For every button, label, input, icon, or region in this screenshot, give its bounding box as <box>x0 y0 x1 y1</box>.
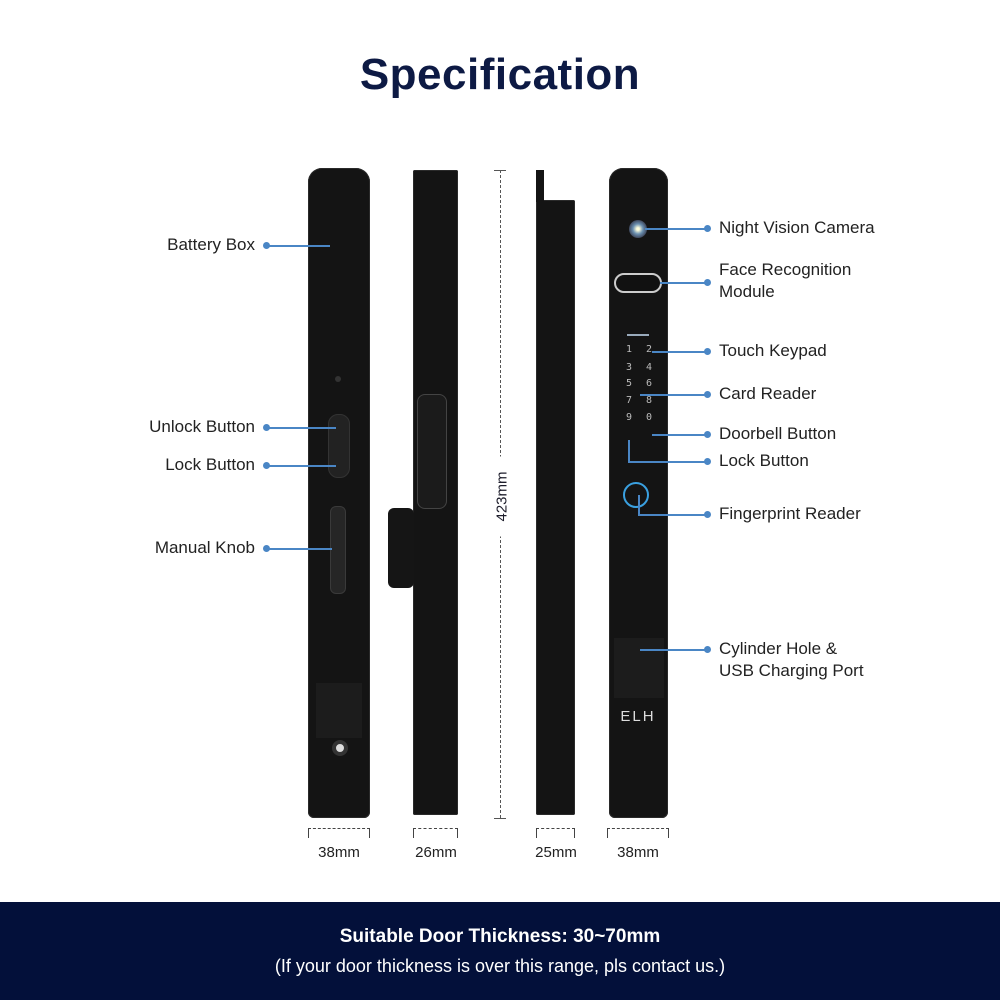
lock-side-view <box>413 170 458 815</box>
label-touch-keypad: Touch Keypad <box>719 341 827 360</box>
label-lock-button-back: Lock Button <box>165 455 255 474</box>
key-7: 7 <box>626 395 633 406</box>
lock-side-view-2 <box>536 200 575 815</box>
label-card-reader: Card Reader <box>719 384 817 403</box>
lock-back-view <box>308 168 370 818</box>
key-0: 0 <box>646 412 653 423</box>
contact-note: (If your door thickness is over this ran… <box>274 956 726 976</box>
label-fingerprint-reader: Fingerprint Reader <box>719 504 861 523</box>
camera <box>629 220 647 238</box>
key-3: 3 <box>626 362 633 373</box>
label-manual-knob: Manual Knob <box>154 538 255 557</box>
fingerprint-sensor <box>623 482 649 508</box>
width-front: 38mm <box>617 844 659 861</box>
label-battery-box: Battery Box <box>167 235 255 254</box>
width-back: 38mm <box>318 844 360 861</box>
label-line: Cylinder Hole & <box>719 639 838 658</box>
face-module <box>614 273 662 293</box>
key-5: 5 <box>626 378 633 389</box>
page-title: Specification <box>359 50 641 99</box>
label-cylinder-usb: Cylinder Hole & USB Charging Port <box>719 638 864 682</box>
unlock-lock-buttons <box>328 414 350 478</box>
label-night-vision-camera: Night Vision Camera <box>719 218 875 237</box>
key-6: 6 <box>646 378 653 389</box>
manual-knob <box>330 506 346 594</box>
label-line: USB Charging Port <box>719 661 864 680</box>
key-2: 2 <box>646 344 653 355</box>
key-1: 1 <box>626 344 633 355</box>
label-line: Module <box>719 282 775 301</box>
label-lock-button-front: Lock Button <box>719 451 809 470</box>
key-4: 4 <box>646 362 653 373</box>
label-doorbell-button: Doorbell Button <box>719 424 837 443</box>
height-dimension: 423mm <box>493 456 511 537</box>
door-thickness: Suitable Door Thickness: 30~70mm <box>339 926 661 947</box>
knob-side <box>388 508 414 588</box>
width-side-2: 25mm <box>535 844 577 861</box>
footer-banner: Suitable Door Thickness: 30~70mm (If you… <box>0 902 1000 1000</box>
width-side: 26mm <box>415 844 457 861</box>
key-8: 8 <box>646 395 653 406</box>
lock-front-view: ELH <box>609 168 668 818</box>
brand-logo: ELH <box>620 708 656 725</box>
label-unlock-button: Unlock Button <box>149 417 255 436</box>
label-line: Face Recognition <box>719 260 852 279</box>
key-9: 9 <box>626 412 633 423</box>
